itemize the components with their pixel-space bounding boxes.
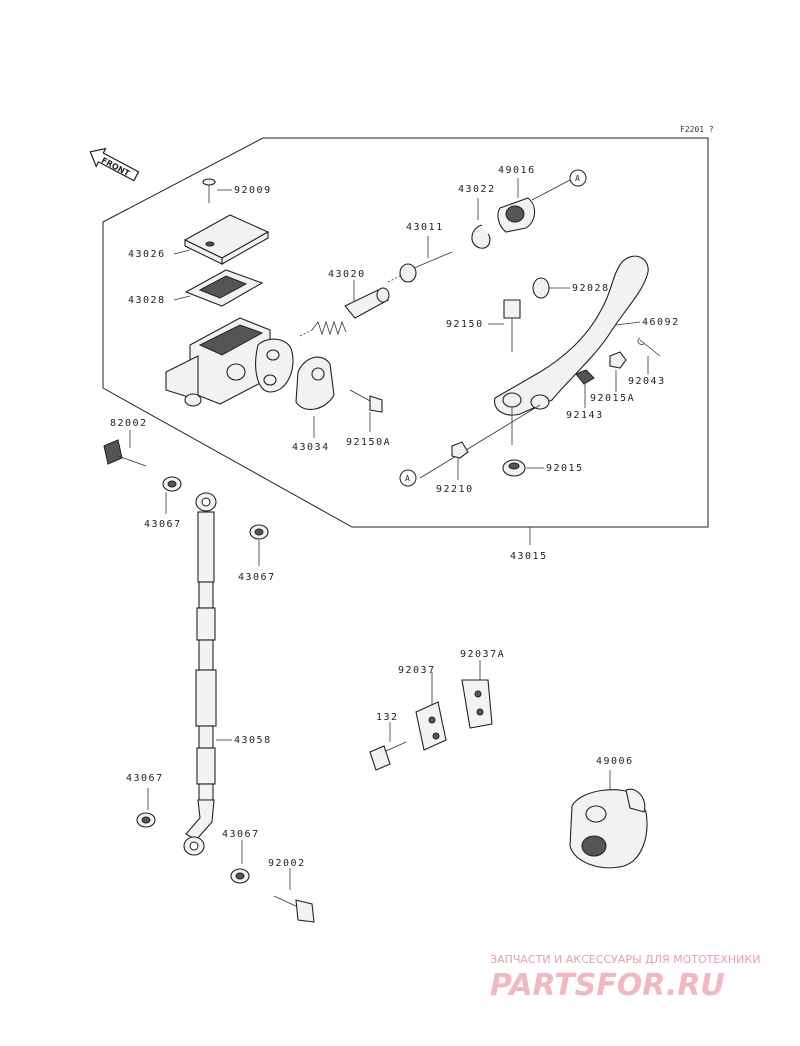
label-92015A: 92015A (590, 393, 635, 404)
label-92002: 92002 (268, 858, 306, 869)
label-43028: 43028 (128, 295, 166, 306)
label-92037: 92037 (398, 665, 436, 676)
circle-ref-a-top: A (569, 169, 587, 187)
label-82002: 82002 (110, 418, 148, 429)
label-43015: 43015 (510, 551, 548, 562)
part-43011-push-rod (387, 236, 453, 283)
svg-text:A: A (575, 174, 580, 183)
label-92143: 92143 (566, 410, 604, 421)
part-master-cylinder-body (165, 317, 294, 407)
part-49016-dust-boot (497, 178, 571, 233)
part-92150-pivot-bolt (488, 299, 521, 352)
part-43058-brake-hose (183, 492, 232, 856)
label-132: 132 (376, 712, 399, 723)
part-43067-washer-4 (230, 840, 250, 884)
front-arrow-icon: FRONT (89, 147, 140, 182)
label-92150: 92150 (446, 319, 484, 330)
label-43020: 43020 (328, 269, 366, 280)
label-46092: 46092 (642, 317, 680, 328)
label-49006: 49006 (596, 756, 634, 767)
part-92037A-clamp (461, 660, 493, 729)
part-132-bolt (369, 722, 407, 771)
watermark-brand: PARTSFOR.RU (490, 968, 725, 1003)
label-49016: 49016 (498, 165, 536, 176)
label-43067-2: 43067 (238, 572, 276, 583)
label-43022: 43022 (458, 184, 496, 195)
part-43028-diaphragm (173, 269, 264, 307)
part-92028-pivot-bolt-nut (532, 277, 570, 299)
label-43011: 43011 (406, 222, 444, 233)
label-92028: 92028 (572, 283, 610, 294)
label-43067-4: 43067 (222, 829, 260, 840)
label-92210: 92210 (436, 484, 474, 495)
part-92009-screw (202, 178, 232, 203)
label-43067-1: 43067 (144, 519, 182, 530)
part-92043-pin (637, 337, 661, 374)
label-43058: 43058 (234, 735, 272, 746)
part-82002-banjo-bolt (103, 430, 147, 467)
part-43026-reservoir-cap (173, 214, 270, 265)
label-92009: 92009 (234, 185, 272, 196)
label-92037A: 92037A (460, 649, 505, 660)
label-92150A: 92150A (346, 437, 391, 448)
part-43067-washer-1 (162, 476, 182, 514)
label-43026: 43026 (128, 249, 166, 260)
part-43067-washer-3 (136, 788, 156, 828)
part-92210-adjuster (451, 441, 469, 480)
part-43022-circlip (471, 198, 491, 249)
part-92150A-bolt (349, 389, 383, 432)
svg-text:A: A (405, 474, 410, 483)
part-49006-cover (569, 770, 648, 869)
part-43067-washer-2 (249, 524, 269, 566)
label-43034: 43034 (292, 442, 330, 453)
part-46092-brake-lever (419, 255, 649, 479)
label-43067-3: 43067 (126, 773, 164, 784)
assembly-frame (102, 137, 709, 528)
part-92143-collar (575, 369, 595, 408)
part-43020-piston-spring (299, 280, 390, 337)
part-92015-nut (502, 459, 544, 477)
label-92043: 92043 (628, 376, 666, 387)
part-92002-banjo-bolt (273, 868, 315, 923)
part-92037-clamp (415, 672, 447, 751)
circle-ref-a-bottom: A (399, 469, 417, 487)
part-92015A-nut (609, 351, 627, 392)
label-92015: 92015 (546, 463, 584, 474)
watermark-tagline: ЗАПЧАСТИ И АКСЕССУАРЫ ДЛЯ МОТОТЕХНИКИ (490, 953, 760, 966)
ref-code: F2201 ? (680, 125, 714, 134)
part-43034-clamp (295, 356, 335, 438)
